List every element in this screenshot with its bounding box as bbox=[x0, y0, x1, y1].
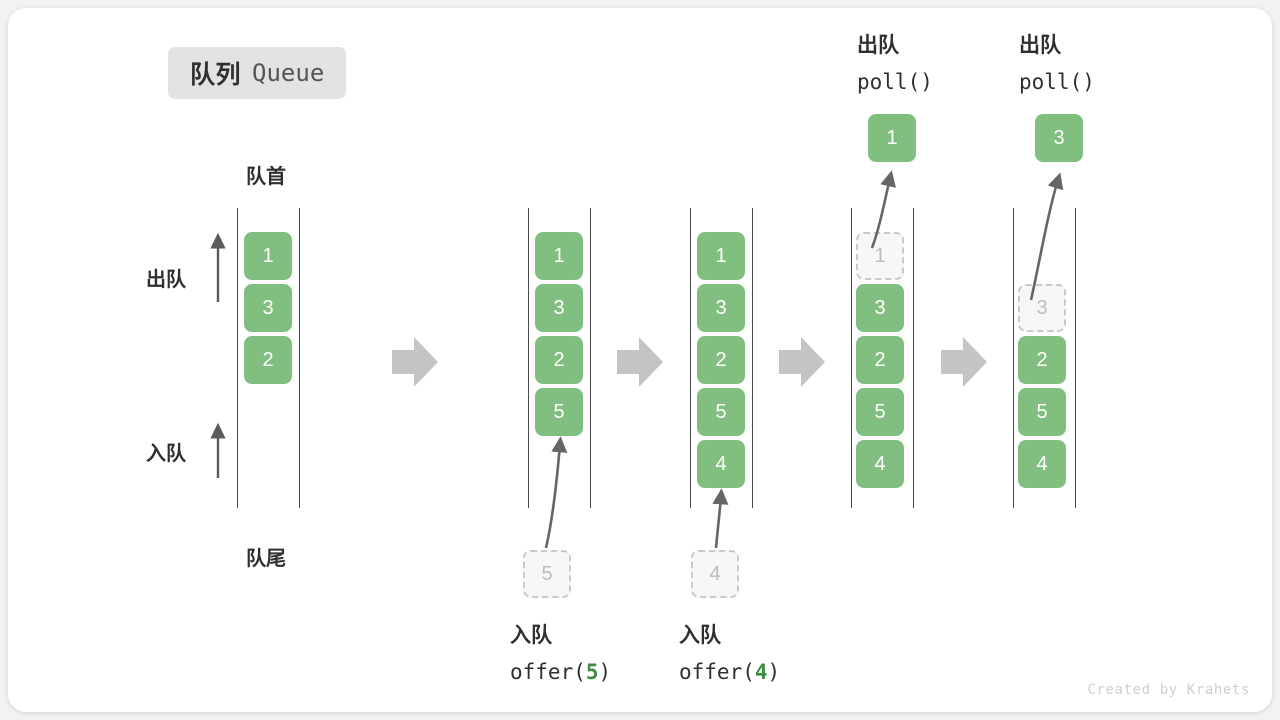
queue-rail-right-3 bbox=[752, 208, 753, 508]
caption-chinese: 出队 bbox=[1019, 34, 1061, 57]
removed-ghost-cell: 1 bbox=[856, 232, 904, 280]
queue-cell: 5 bbox=[1018, 388, 1066, 436]
credit-text: Created by Krahets bbox=[1087, 682, 1250, 698]
queue-cell: 5 bbox=[697, 388, 745, 436]
title-english: Queue bbox=[252, 59, 325, 87]
queue-rail-left-2 bbox=[528, 208, 529, 508]
queue-rail-right-2 bbox=[590, 208, 591, 508]
caption-offer-5: 入队 offer(5) bbox=[510, 618, 611, 690]
queue-cell: 1 bbox=[244, 232, 292, 280]
queue-rail-right-4 bbox=[913, 208, 914, 508]
queue-rail-left-4 bbox=[851, 208, 852, 508]
queue-column-poll-1: 1 3 2 5 4 bbox=[856, 232, 904, 488]
queue-cell-new: 5 bbox=[535, 388, 583, 436]
removed-ghost-cell: 3 bbox=[1018, 284, 1066, 332]
queue-column-offer-4: 1 3 2 5 4 bbox=[697, 232, 745, 488]
queue-column-initial: 1 3 2 bbox=[244, 232, 292, 384]
caption-code: poll() bbox=[857, 70, 933, 94]
queue-tail-label: 队尾 bbox=[246, 548, 286, 570]
queue-cell: 3 bbox=[244, 284, 292, 332]
queue-column-poll-3: 3 2 5 4 bbox=[1018, 284, 1066, 488]
caption-code: offer(4) bbox=[679, 660, 781, 684]
queue-cell: 4 bbox=[1018, 440, 1066, 488]
queue-cell: 2 bbox=[856, 336, 904, 384]
caption-poll-1: 出队 poll() bbox=[857, 28, 933, 100]
incoming-ghost-cell: 5 bbox=[523, 550, 571, 598]
queue-cell: 3 bbox=[697, 284, 745, 332]
popped-cell: 1 bbox=[868, 114, 916, 162]
diagram-title-badge: 队列 Queue bbox=[168, 47, 347, 99]
queue-cell: 3 bbox=[856, 284, 904, 332]
caption-code: offer(5) bbox=[510, 660, 612, 684]
queue-rail-right-1 bbox=[299, 208, 300, 508]
caption-chinese: 入队 bbox=[679, 624, 721, 647]
queue-rail-left-5 bbox=[1013, 208, 1014, 508]
queue-cell: 2 bbox=[535, 336, 583, 384]
queue-column-offer-5: 1 3 2 5 bbox=[535, 232, 583, 436]
queue-cell: 3 bbox=[535, 284, 583, 332]
queue-rail-left-3 bbox=[690, 208, 691, 508]
queue-head-label: 队首 bbox=[246, 166, 286, 188]
queue-rail-left-1 bbox=[237, 208, 238, 508]
title-chinese: 队列 bbox=[190, 61, 242, 89]
caption-code: poll() bbox=[1019, 70, 1095, 94]
enqueue-direction-label: 入队 bbox=[146, 443, 186, 465]
caption-chinese: 入队 bbox=[510, 624, 552, 647]
queue-cell: 2 bbox=[244, 336, 292, 384]
queue-rail-right-5 bbox=[1075, 208, 1076, 508]
queue-cell-new: 4 bbox=[697, 440, 745, 488]
dequeue-direction-label: 出队 bbox=[146, 269, 186, 291]
caption-chinese: 出队 bbox=[857, 34, 899, 57]
queue-cell: 2 bbox=[697, 336, 745, 384]
queue-cell: 2 bbox=[1018, 336, 1066, 384]
caption-offer-4: 入队 offer(4) bbox=[679, 618, 780, 690]
caption-poll-3: 出队 poll() bbox=[1019, 28, 1095, 100]
popped-cell: 3 bbox=[1035, 114, 1083, 162]
incoming-ghost-cell: 4 bbox=[691, 550, 739, 598]
queue-cell: 1 bbox=[697, 232, 745, 280]
queue-cell: 5 bbox=[856, 388, 904, 436]
queue-cell: 4 bbox=[856, 440, 904, 488]
diagram-card bbox=[8, 8, 1272, 712]
queue-cell: 1 bbox=[535, 232, 583, 280]
